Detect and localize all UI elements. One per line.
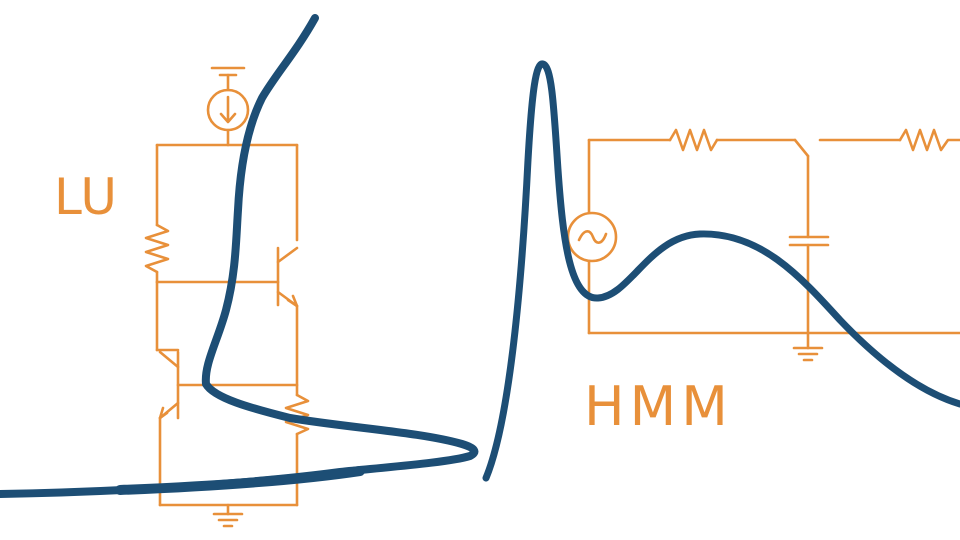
supply-terminal-icon <box>210 66 246 92</box>
current-source-icon <box>206 88 250 132</box>
right-circuit <box>566 128 960 362</box>
capacitor-icon <box>788 235 830 247</box>
left-circuit <box>144 66 310 528</box>
resistor-icon <box>144 223 170 274</box>
ground-icon <box>212 503 244 528</box>
signal-curve-path <box>0 14 479 498</box>
ground-icon <box>792 346 824 362</box>
switch-icon <box>793 138 902 158</box>
resistor-icon <box>284 393 310 436</box>
resistor-icon <box>668 128 719 152</box>
label-hmm: HMM <box>584 375 733 438</box>
bipolar-transistor-icon <box>158 350 180 507</box>
signal-curve-path <box>482 60 960 482</box>
ac-voltage-source-icon <box>566 211 618 263</box>
signal-curve-swell <box>115 466 365 495</box>
signal-curve <box>0 14 960 498</box>
label-lu: LU <box>54 168 118 226</box>
bipolar-transistor-icon <box>276 246 299 308</box>
resistor-icon <box>898 128 960 152</box>
